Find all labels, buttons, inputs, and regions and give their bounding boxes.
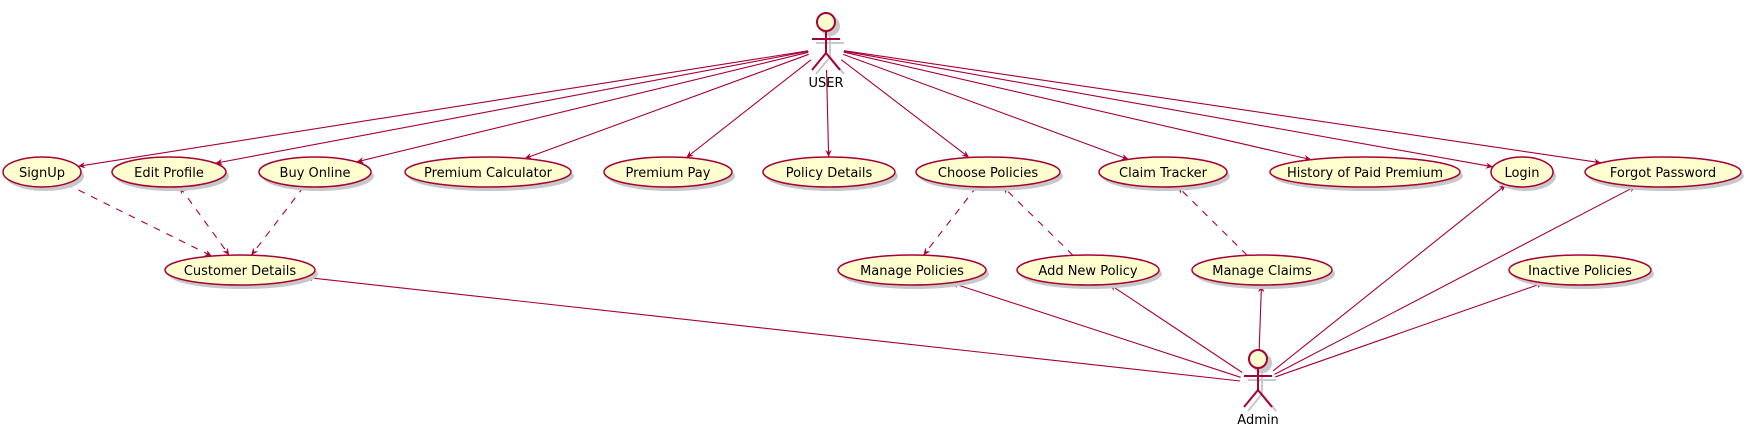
usecase-edit-profile-label: Edit Profile: [134, 166, 204, 181]
usecase-buy-online[interactable]: Buy Online: [258, 156, 374, 191]
actor-user[interactable]: USER: [808, 12, 845, 91]
actor-admin[interactable]: Admin: [1237, 349, 1279, 428]
usecase-policy-details[interactable]: Policy Details: [762, 156, 898, 191]
relations-layer: [65, 50, 1637, 382]
usecase-inactive-policies-label: Inactive Policies: [1528, 264, 1632, 279]
relation-user-to-login: [843, 50, 1494, 169]
actor-user-icon: [811, 12, 845, 75]
usecase-premium-calculator[interactable]: Premium Calculator: [404, 156, 574, 191]
usecase-customer-details-label: Customer Details: [184, 264, 297, 279]
usecase-history-paid-premium-label: History of Paid Premium: [1287, 166, 1443, 181]
usecase-signup[interactable]: SignUp: [2, 156, 84, 191]
usecase-buy-online-label: Buy Online: [280, 166, 351, 181]
usecase-premium-pay[interactable]: Premium Pay: [603, 156, 735, 191]
relation-user-to-signup: [77, 50, 809, 169]
usecase-add-new-policy-label: Add New Policy: [1038, 264, 1137, 279]
relation-signup-to-customer-details: [65, 183, 213, 257]
actor-admin-icon: [1243, 349, 1277, 412]
relation-admin-to-manage-policies: [950, 281, 1241, 378]
usecase-forgot-password[interactable]: Forgot Password: [1584, 156, 1744, 191]
relation-user-to-premium-pay: [685, 59, 812, 159]
usecase-login-label: Login: [1504, 166, 1539, 181]
usecase-customer-details[interactable]: Customer Details: [164, 254, 318, 289]
relation-admin-to-manage-claims: [1258, 284, 1265, 362]
usecase-manage-policies[interactable]: Manage Policies: [837, 254, 989, 289]
usecase-add-new-policy[interactable]: Add New Policy: [1016, 254, 1162, 289]
usecase-inactive-policies[interactable]: Inactive Policies: [1508, 254, 1654, 289]
usecase-choose-policies[interactable]: Choose Policies: [915, 156, 1063, 191]
relation-user-to-claim-tracker: [843, 53, 1129, 160]
relation-admin-to-inactive-policies: [1275, 282, 1544, 378]
relation-user-to-forgot-password: [843, 50, 1602, 165]
usecase-claim-tracker[interactable]: Claim Tracker: [1098, 156, 1230, 191]
usecase-premium-calculator-label: Premium Calculator: [424, 166, 553, 181]
usecase-choose-policies-label: Choose Policies: [938, 166, 1038, 181]
relation-user-to-choose-policies: [840, 59, 970, 158]
usecase-policy-details-label: Policy Details: [786, 166, 873, 181]
usecase-manage-claims-label: Manage Claims: [1212, 264, 1312, 279]
relation-user-to-premium-calculator: [524, 53, 809, 160]
usecase-premium-pay-label: Premium Pay: [626, 166, 711, 181]
relation-user-to-history-paid-premium: [843, 51, 1312, 162]
usecase-signup-label: SignUp: [19, 166, 65, 181]
relation-admin-to-add-new-policy: [1109, 283, 1243, 373]
relation-admin-to-forgot-password: [1274, 185, 1637, 375]
usecase-claim-tracker-label: Claim Tracker: [1119, 166, 1208, 181]
usecase-history-paid-premium[interactable]: History of Paid Premium: [1269, 156, 1463, 191]
nodes-layer: USER Admin: [2, 12, 1744, 428]
relation-manage-claims-to-claim-tracker: [1177, 186, 1248, 256]
relation-edit-profile-to-customer-details: [179, 186, 230, 256]
relation-user-to-buy-online: [356, 51, 809, 164]
usecase-manage-policies-label: Manage Policies: [860, 264, 964, 279]
relation-user-to-policy-details: [825, 69, 832, 158]
relation-add-new-policy-to-choose-policies: [1002, 186, 1074, 256]
usecase-login[interactable]: Login: [1490, 156, 1556, 191]
usecase-manage-claims[interactable]: Manage Claims: [1191, 254, 1335, 289]
relation-buy-online-to-customer-details: [250, 186, 305, 256]
relation-choose-policies-to-manage-policies: [923, 186, 977, 256]
actor-user-label: USER: [808, 76, 843, 91]
usecase-forgot-password-label: Forgot Password: [1610, 166, 1716, 181]
actor-admin-label: Admin: [1237, 413, 1278, 428]
relation-user-to-edit-profile: [215, 50, 809, 166]
relation-admin-to-login: [1272, 184, 1507, 372]
usecase-edit-profile[interactable]: Edit Profile: [111, 156, 229, 191]
relation-admin-to-customer-details: [305, 274, 1241, 382]
